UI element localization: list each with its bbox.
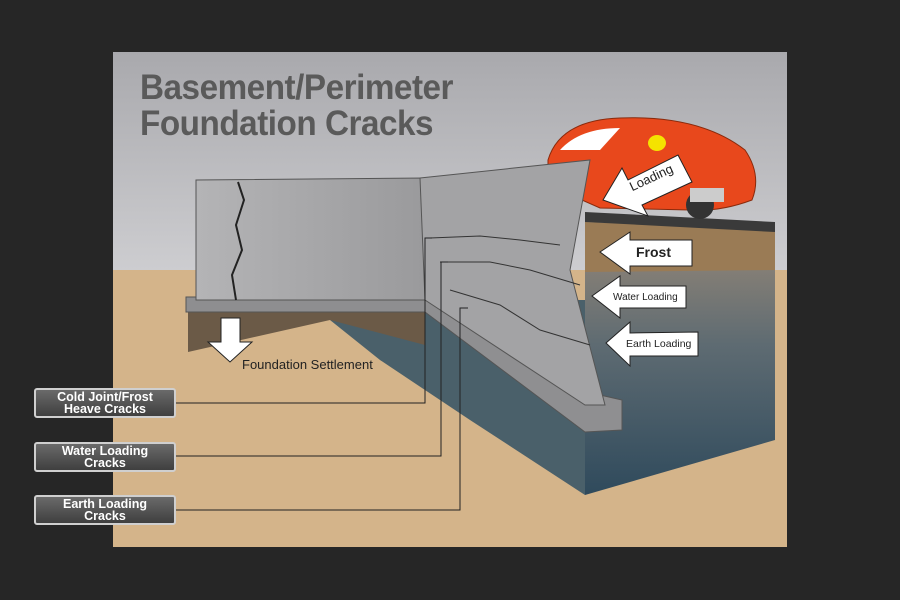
earth-loading-arrow-icon [605,320,699,368]
earth-loading-label: Earth Loading [626,338,692,350]
label-line: Earth Loading [62,497,148,511]
label-line: Cracks [84,509,126,523]
crack [230,181,246,301]
label-line: Water Loading [61,444,149,458]
wall-left [195,177,426,301]
settlement-arrow-icon [206,317,254,363]
earth-loading-cracks-label: Earth Loading Cracks [34,495,176,525]
label-line: Heave Cracks [63,402,146,416]
cold-joint-frost-heave-cracks-label: Cold Joint/Frost Heave Cracks [34,388,176,418]
foundation-settlement-label: Foundation Settlement [242,357,373,372]
water-loading-label: Water Loading [613,292,678,303]
page-title: Basement/Perimeter Foundation Cracks [140,70,453,142]
crack [429,235,561,246]
crack [449,289,591,346]
car-icon [547,117,757,219]
crack [440,261,581,286]
label-line: Cold Joint/Frost [57,390,153,404]
water-loading-cracks-label: Water Loading Cracks [34,442,176,472]
title-line-2: Foundation Cracks [140,104,434,143]
water-loading-arrow-icon [591,275,687,320]
frost-arrow-icon [599,231,693,275]
title-line-1: Basement/Perimeter [140,68,454,107]
frost-label: Frost [636,244,671,260]
leader-line [172,237,432,404]
label-line: Cracks [84,456,126,470]
leader-line [172,307,468,511]
leader-line [172,261,448,457]
settled-soil [188,312,425,352]
loading-arrow-icon [602,154,693,217]
road [585,212,775,232]
